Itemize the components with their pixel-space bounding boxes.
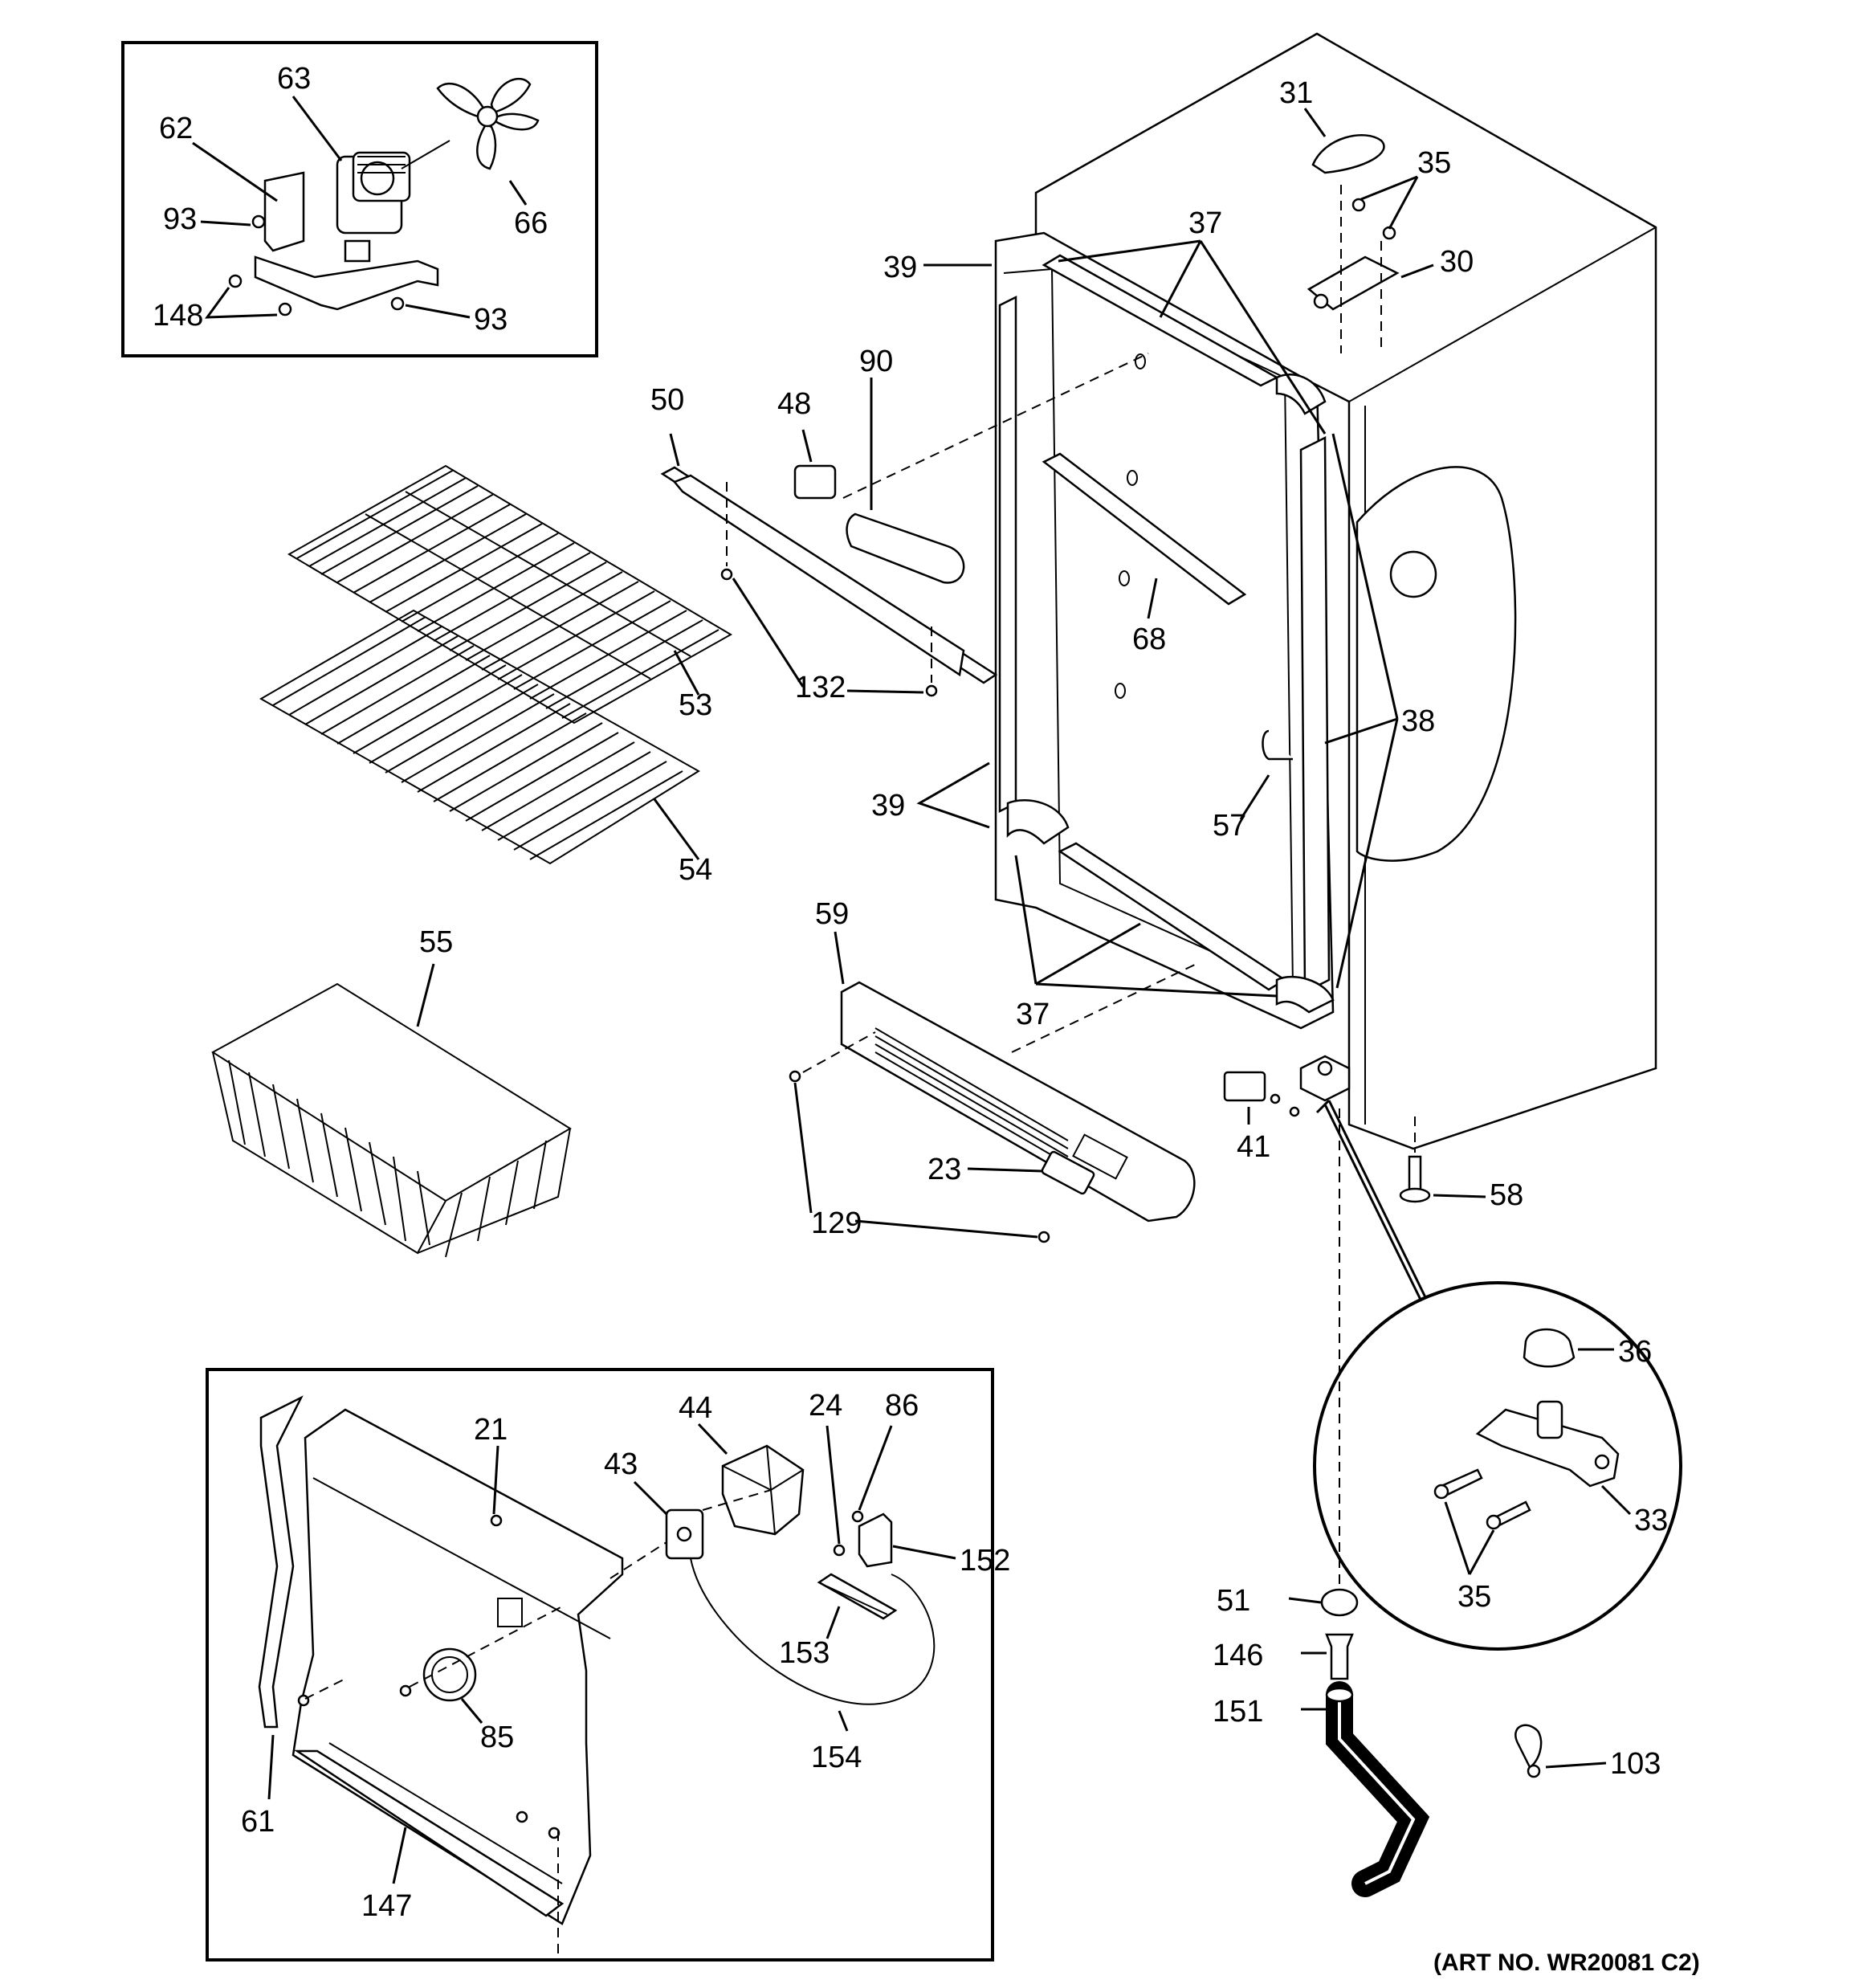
callout-93-top: 93: [163, 202, 197, 236]
callout-90: 90: [859, 345, 893, 378]
callout-36: 36: [1618, 1335, 1652, 1369]
callout-30: 30: [1440, 245, 1474, 279]
cover-screw-21: [490, 1514, 503, 1527]
callout-153: 153: [779, 1636, 830, 1670]
leveling-leg-58: [1399, 1155, 1431, 1203]
switch-41: [1223, 1071, 1266, 1102]
fan-motor-assembly: [254, 140, 450, 311]
toe-grille-59: [840, 981, 1196, 1223]
defrost-control-43: [665, 1508, 704, 1560]
callout-43: 43: [604, 1447, 638, 1481]
wire-basket-55: [211, 982, 572, 1258]
screw-86: [851, 1510, 864, 1523]
callout-44: 44: [679, 1391, 712, 1425]
callout-35-detail: 35: [1457, 1580, 1491, 1614]
hose-clamp-103: [1514, 1724, 1543, 1778]
top-hinge-30: [1307, 255, 1400, 311]
callout-33: 33: [1634, 1504, 1668, 1537]
callout-51: 51: [1217, 1584, 1250, 1618]
callout-68: 68: [1132, 623, 1166, 656]
callout-61: 61: [241, 1805, 275, 1839]
callout-55: 55: [419, 925, 453, 959]
callout-146: 146: [1213, 1639, 1263, 1672]
callout-59: 59: [815, 897, 849, 931]
callout-66: 66: [514, 206, 548, 240]
callout-154: 154: [811, 1741, 862, 1774]
callout-38: 38: [1401, 704, 1435, 738]
callout-53: 53: [679, 688, 712, 722]
drain-tube-146: [1325, 1633, 1354, 1680]
mounting-strip-153: [817, 1573, 898, 1620]
fan-blade: [436, 77, 540, 170]
defrost-thermostat-85: [422, 1647, 477, 1702]
freezer-cabinet-body: [994, 32, 1657, 1150]
callout-24: 24: [809, 1389, 842, 1423]
callout-39-top: 39: [883, 251, 917, 284]
light-socket-48: [793, 464, 837, 500]
hinge-screws-35: [1351, 198, 1396, 240]
callout-37-top: 37: [1188, 206, 1222, 240]
callout-54: 54: [679, 853, 712, 887]
callout-21: 21: [474, 1413, 508, 1447]
fan-motor-inset-box: [121, 41, 598, 357]
screw-93-top: [251, 214, 266, 229]
wire-shelf-53: [287, 464, 732, 725]
light-bulb-90: [846, 512, 965, 584]
callout-129: 129: [811, 1206, 862, 1240]
wire-shelf-54: [259, 609, 700, 865]
drain-plug-51: [1320, 1588, 1359, 1617]
callout-31: 31: [1279, 76, 1313, 110]
callout-50: 50: [650, 383, 684, 417]
callout-103: 103: [1610, 1747, 1661, 1781]
callout-132: 132: [795, 671, 846, 704]
callout-148: 148: [153, 299, 203, 333]
callout-152: 152: [960, 1544, 1010, 1578]
callout-85: 85: [480, 1721, 514, 1754]
callout-39-bottom: 39: [871, 789, 905, 823]
callout-41: 41: [1237, 1130, 1270, 1164]
switch-23: [1041, 1150, 1095, 1195]
evaporator-cover-50: [660, 466, 998, 684]
callout-35-top: 35: [1417, 146, 1451, 180]
control-wire-154: [690, 1557, 936, 1705]
drain-hose-151: [1325, 1681, 1430, 1897]
screw-148-b: [278, 302, 292, 316]
lower-hinge-33: [1475, 1400, 1620, 1488]
callout-57: 57: [1213, 809, 1246, 843]
art-number: (ART NO. WR20081 C2): [1433, 1949, 1700, 1976]
callout-147: 147: [361, 1889, 412, 1923]
screw-93-bottom: [390, 296, 405, 311]
callout-93-bottom: 93: [474, 303, 508, 337]
callout-86: 86: [885, 1389, 919, 1423]
callout-62: 62: [159, 112, 193, 145]
hinge-cover-31: [1311, 134, 1385, 174]
gasket-strip-61: [258, 1395, 304, 1729]
screw-148-a: [228, 274, 243, 288]
hinge-screws-35-detail: [1433, 1468, 1531, 1530]
callout-48: 48: [777, 387, 811, 421]
callout-58: 58: [1490, 1178, 1523, 1212]
hinge-pin-cap-36: [1523, 1328, 1576, 1368]
screw-24: [833, 1544, 846, 1557]
lower-hinge-bracket: [1299, 1055, 1351, 1102]
callout-151: 151: [1213, 1695, 1263, 1729]
bracket-152: [858, 1512, 893, 1568]
evap-cover-inset-box: [206, 1368, 994, 1961]
callout-23: 23: [927, 1153, 961, 1186]
control-housing-44: [721, 1444, 805, 1536]
callout-63: 63: [277, 62, 311, 96]
hinge-detail-circle: [1313, 1281, 1682, 1651]
callout-37-bottom: 37: [1016, 998, 1050, 1031]
